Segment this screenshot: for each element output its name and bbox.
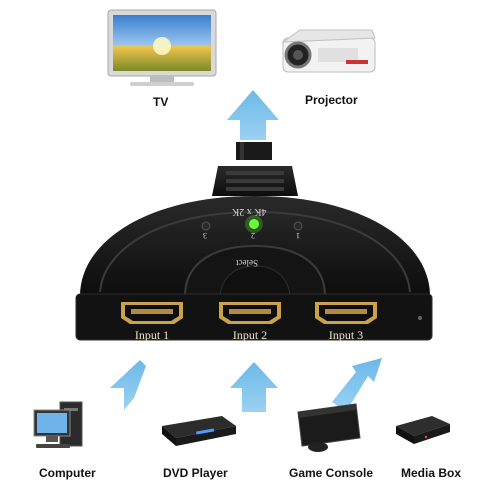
game-console-label: Game Console	[289, 466, 374, 480]
input-arrow-2	[230, 362, 278, 412]
led-2-active	[249, 219, 259, 229]
input-arrow-3	[332, 358, 382, 412]
dvd-player-label: DVD Player	[163, 466, 228, 480]
hdmi-switch	[75, 166, 433, 341]
port-label-3: Input 3	[328, 328, 364, 342]
led-label-3: 3	[203, 231, 207, 240]
tv-label: TV	[153, 95, 169, 109]
hdmi-port-2	[219, 302, 281, 324]
computer-icon	[33, 401, 83, 448]
projector-icon	[281, 29, 376, 73]
led-label-2: 2	[251, 231, 255, 240]
hdmi-port-3	[315, 302, 377, 324]
input-arrow-1	[110, 360, 146, 410]
port-label-1: Input 1	[134, 328, 170, 342]
output-arrow	[227, 90, 279, 140]
media-box-label: Media Box	[401, 466, 462, 480]
select-button-label: Select	[236, 258, 258, 268]
computer-label: Computer	[39, 466, 96, 480]
media-box-icon	[396, 416, 450, 444]
led-label-1: 1	[296, 231, 300, 240]
projector-label: Projector	[305, 93, 358, 107]
game-console-icon	[297, 403, 361, 452]
led-3	[201, 221, 211, 231]
hdmi-port-1	[121, 302, 183, 324]
tv-icon	[107, 9, 217, 86]
led-1	[293, 221, 303, 231]
dvd-player-icon	[162, 416, 236, 446]
port-label-2: Input 2	[232, 328, 268, 342]
resolution-label: 4K x 2K	[232, 206, 267, 217]
